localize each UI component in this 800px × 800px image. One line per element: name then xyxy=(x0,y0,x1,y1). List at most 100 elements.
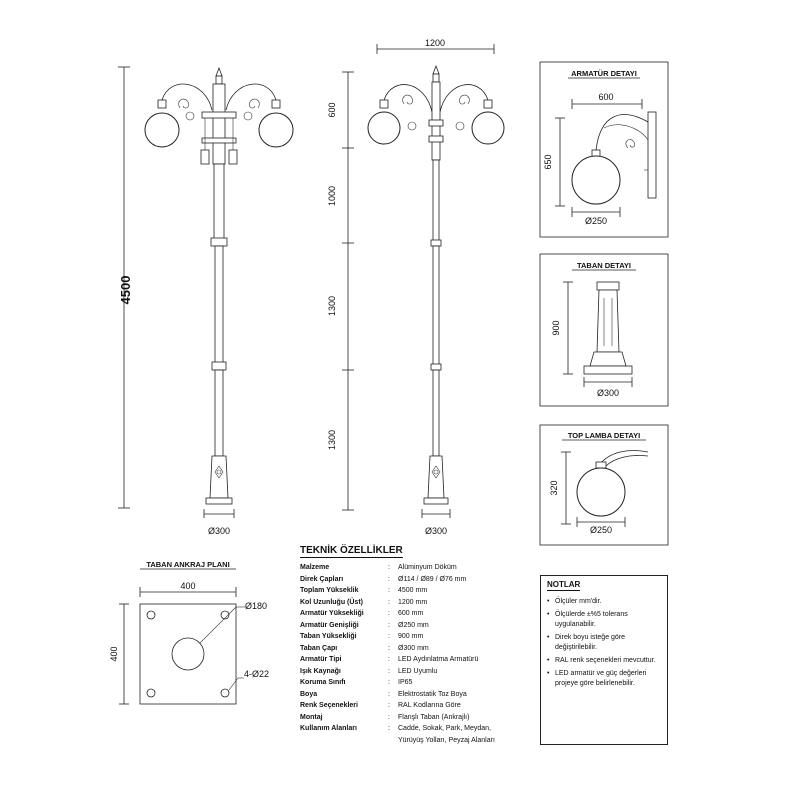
spec-row: Işık Kaynağı: LED Uyumlu xyxy=(300,666,528,678)
top-lamba-globe-label: Ø250 xyxy=(590,525,612,535)
anchor-plan: TABAN ANKRAJ PLANI 400 400 Ø180 4-Ø22 xyxy=(109,560,269,705)
armatur-detail-box: ARMATÜR DETAYI 600 650 Ø250 xyxy=(539,61,669,238)
spec-value: Flanşlı Taban (Ankrajlı) xyxy=(398,713,470,721)
front-view: 4500 xyxy=(118,66,294,536)
taban-top-collar xyxy=(596,281,620,291)
spec-key: Malzeme xyxy=(300,564,330,571)
spec-colon: : xyxy=(388,690,390,698)
top-lamba-globe xyxy=(576,467,626,517)
spec-row: Armatür Genişliği:Ø250 mm xyxy=(300,620,528,632)
bullet-icon: • xyxy=(547,634,550,641)
spec-colon: : xyxy=(388,725,390,732)
spec-value: Ø250 mm xyxy=(398,621,429,629)
spec-colon: : xyxy=(388,610,390,617)
anchor-bolt xyxy=(146,610,156,620)
spec-key: Renk Seçenekleri xyxy=(300,702,358,709)
spec-value: LED Uyumlu xyxy=(398,667,438,675)
spec-key: Boya xyxy=(300,690,318,698)
spec-row: Malzeme: Alüminyum Döküm xyxy=(300,562,528,574)
side-base xyxy=(427,455,445,499)
spec-row: Renk Seçenekleri:RAL Kodlarına Göre xyxy=(300,700,528,712)
total-height-label: 4500 xyxy=(118,276,133,305)
note-item: •LED armatür ve güç değerleri projeye gö… xyxy=(547,669,661,689)
taban-diameter-label: Ø300 xyxy=(597,388,619,398)
note-item: •RAL renk seçenekleri mevcuttur. xyxy=(547,656,661,666)
bullet-icon: • xyxy=(547,670,550,677)
spec-colon: : xyxy=(388,702,390,709)
side-width-label: 1200 xyxy=(425,38,445,48)
taban-detail-box: TABAN DETAYI 900 Ø300 xyxy=(539,253,669,407)
spec-colon: : xyxy=(388,667,390,675)
side-view: 1200 600 1000 1300 1300 xyxy=(327,38,505,536)
anchor-bolt xyxy=(146,688,156,698)
spec-value: Yürüyüş Yolları, Peyzaj Alanları xyxy=(398,736,495,744)
upper-pole xyxy=(212,83,226,165)
anchor-plan-title: TABAN ANKRAJ PLANI xyxy=(146,560,229,569)
taban-height-label: 900 xyxy=(551,320,561,335)
spec-value: LED Aydınlatma Armatürü xyxy=(398,656,479,663)
anchor-bolt xyxy=(220,610,230,620)
top-lamba-detail-title: TOP LAMBA DETAYI xyxy=(568,431,640,440)
spec-row: Montaj: Flanşlı Taban (Ankrajlı) xyxy=(300,712,528,724)
spec-value: 4500 mm xyxy=(398,587,428,594)
spec-key: Kullanım Alanları xyxy=(300,725,357,732)
right-arm xyxy=(225,83,277,111)
note-item: •Ölçülerde ±%5 tolerans uygulanabilir. xyxy=(547,610,661,630)
anchor-width-label: 400 xyxy=(180,581,195,591)
armatur-globe xyxy=(571,155,621,205)
spec-row: Koruma Sınıfı: IP65 xyxy=(300,677,528,689)
spec-value: Elektrostatik Toz Boya xyxy=(398,690,467,698)
spec-colon: : xyxy=(388,644,390,652)
spec-value: Alüminyum Döküm xyxy=(398,564,457,571)
spec-row: Toplam Yükseklik:4500 mm xyxy=(300,585,528,597)
side-right-globe xyxy=(471,111,505,145)
top-lamba-detail-box: TOP LAMBA DETAYI 320 Ø250 xyxy=(539,424,669,546)
side-base-diameter: Ø300 xyxy=(425,526,447,536)
armatur-height-label: 650 xyxy=(543,154,553,169)
spec-colon: : xyxy=(388,679,390,686)
left-globe xyxy=(144,112,180,148)
right-globe xyxy=(258,112,294,148)
spec-key: Armatür Tipi xyxy=(300,656,342,663)
front-base-diameter: Ø300 xyxy=(208,526,230,536)
spec-value: IP65 xyxy=(398,679,413,686)
spec-value: 900 mm xyxy=(398,633,424,640)
side-left-arm xyxy=(383,84,433,113)
side-seg4-label: 1300 xyxy=(327,430,337,450)
spec-colon: : xyxy=(388,713,390,721)
spec-key xyxy=(300,735,388,747)
bullet-icon: • xyxy=(547,611,550,618)
spec-key: Işık Kaynağı xyxy=(300,667,341,675)
notes-box: NOTLAR •Ölçüler mm'dir.•Ölçülerde ±%5 to… xyxy=(540,575,668,745)
note-item: • Direk boyu isteğe göre değiştirilebilir… xyxy=(547,633,661,653)
spec-value: 1200 mm xyxy=(398,598,428,606)
spec-colon: : xyxy=(388,656,390,663)
front-base xyxy=(209,455,229,499)
anchor-center-hole-label: Ø180 xyxy=(245,601,267,611)
spec-key: Montaj xyxy=(300,713,323,721)
spec-row: Yürüyüş Yolları, Peyzaj Alanları xyxy=(300,735,528,747)
spec-value: Cadde, Sokak, Park, Meydan, xyxy=(398,725,491,732)
top-lamba-height-label: 320 xyxy=(549,480,559,495)
spec-value: 600 mm xyxy=(398,610,424,617)
anchor-height-label: 400 xyxy=(109,646,119,661)
side-left-globe xyxy=(367,111,401,145)
note-text: Ölçüler mm'dir. xyxy=(555,598,602,605)
spec-colon: : xyxy=(388,564,390,571)
side-right-arm xyxy=(439,84,489,113)
note-text: RAL renk seçenekleri mevcuttur. xyxy=(555,657,656,664)
spec-colon: : xyxy=(388,587,390,594)
anchor-plate xyxy=(139,603,237,705)
armatur-detail-title: ARMATÜR DETAYI xyxy=(571,69,637,78)
side-seg1-label: 600 xyxy=(327,102,337,117)
spec-colon: : xyxy=(388,575,390,583)
spec-key: Koruma Sınıfı xyxy=(300,679,346,686)
side-seg2-label: 1000 xyxy=(327,186,337,206)
note-text: Direk boyu isteğe göre değiştirilebilir. xyxy=(555,634,626,651)
spec-key: Taban Yüksekliği xyxy=(300,633,357,640)
armatur-width-label: 600 xyxy=(598,92,613,102)
spec-key: Armatür Genişliği xyxy=(300,621,359,629)
spec-row: Boya: Elektrostatik Toz Boya xyxy=(300,689,528,701)
